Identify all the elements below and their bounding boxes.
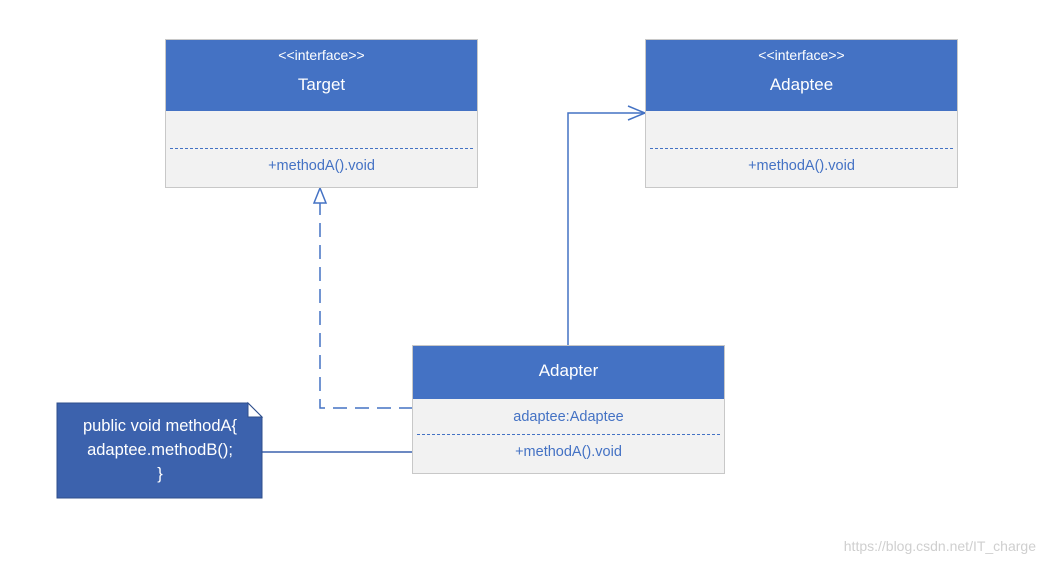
realization-line <box>319 203 413 409</box>
watermark: https://blog.csdn.net/IT_charge <box>843 538 1036 554</box>
realization-arrowhead <box>312 185 328 204</box>
adaptee-method: +methodA().void <box>748 158 855 174</box>
adaptee-separator <box>650 148 953 149</box>
adapter-field: adaptee:Adaptee <box>513 409 624 425</box>
note-text: public void methodA{ adaptee.methodB(); … <box>58 414 262 486</box>
association-line <box>567 112 645 345</box>
note-shape <box>56 402 263 499</box>
adapter-class[interactable]: Adapter adaptee:Adaptee +methodA().void <box>412 345 725 474</box>
target-class-name: Target <box>297 75 346 94</box>
target-method: +methodA().void <box>268 158 375 174</box>
note-fold <box>247 401 264 418</box>
adaptee-stereotype: <<interface>> <box>758 47 845 63</box>
adaptee-class-name: Adaptee <box>769 75 834 94</box>
adaptee-class-header: <<interface>> Adaptee <box>646 40 957 111</box>
note-line-1: public void methodA{ <box>82 417 238 435</box>
target-class[interactable]: <<interface>> Target +methodA().void <box>165 39 478 188</box>
target-stereotype: <<interface>> <box>278 47 365 63</box>
adaptee-class[interactable]: <<interface>> Adaptee +methodA().void <box>645 39 958 188</box>
adapter-class-header: Adapter <box>413 346 724 399</box>
target-class-header: <<interface>> Target <box>166 40 477 111</box>
target-separator <box>170 148 473 149</box>
adapter-method: +methodA().void <box>515 444 622 460</box>
adapter-class-name: Adapter <box>538 361 599 380</box>
adapter-separator <box>417 434 720 435</box>
note-line-2: adaptee.methodB(); <box>87 441 233 459</box>
note-line-3: } <box>157 465 163 483</box>
